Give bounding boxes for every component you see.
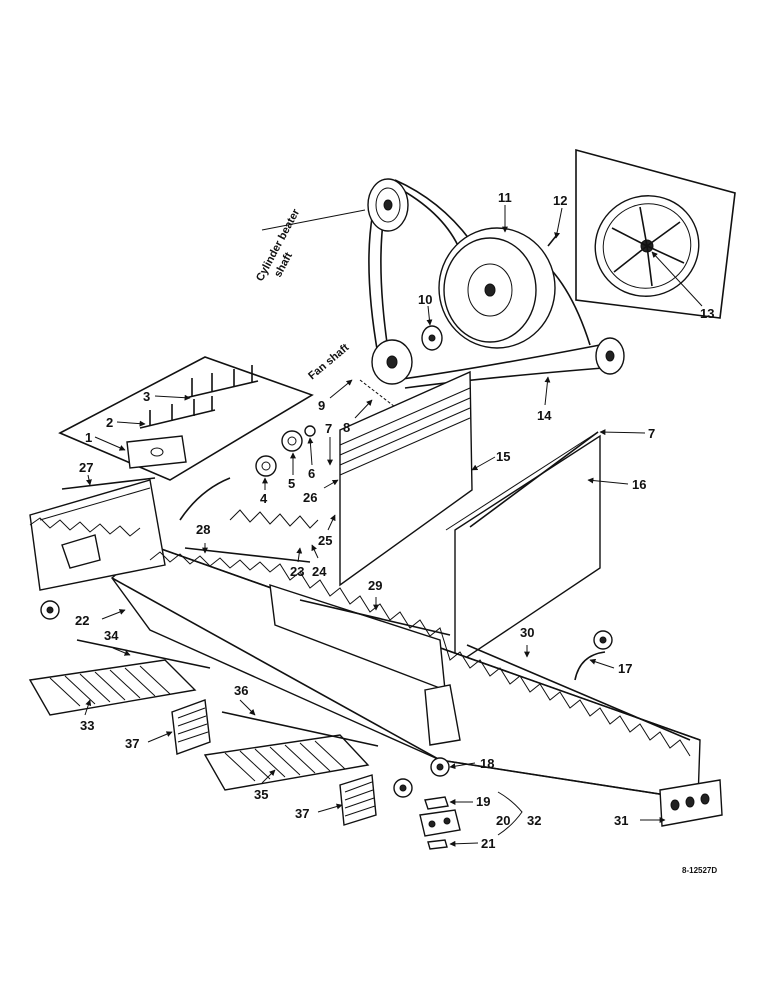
leader-lines [84, 205, 703, 847]
strip-part-29 [299, 599, 451, 636]
plate-part-1 [126, 435, 187, 469]
chain-part-8 [359, 379, 413, 421]
label-part-34: 34 [104, 628, 119, 643]
label-part-8: 8 [343, 420, 350, 435]
label-part-17: 17 [618, 661, 632, 676]
tube-left [179, 477, 231, 521]
idler-pulley [595, 337, 625, 375]
label-part-2: 2 [106, 415, 113, 430]
label-part-1: 1 [85, 430, 92, 445]
label-part-26: 26 [303, 490, 317, 505]
label-part-35: 35 [254, 787, 268, 802]
washer-part-6 [304, 425, 316, 437]
fan-shaft-label: Fan shaft [306, 341, 351, 382]
finger-rake-part-25 [229, 509, 319, 529]
sieve-part-33 [28, 659, 197, 716]
plate-part-19 [424, 796, 449, 810]
label-part-16: 16 [632, 477, 646, 492]
pulley-part-11 [438, 227, 556, 349]
tail-plate-part-31 [659, 779, 723, 827]
hub-part-10 [421, 325, 443, 351]
tube-part-17 [574, 651, 606, 681]
label-part-12: 12 [553, 193, 567, 208]
label-part-18: 18 [480, 756, 494, 771]
label-part-10: 10 [418, 292, 432, 307]
label-part-31: 31 [614, 813, 628, 828]
label-part-22: 22 [75, 613, 89, 628]
cylinder-beater-pulley [367, 178, 409, 232]
label-part-13: 13 [700, 306, 714, 321]
plate-part-21 [427, 839, 448, 850]
block-part-20 [419, 809, 461, 837]
label-part-20: 20 [496, 813, 510, 828]
label-part-24: 24 [312, 564, 327, 579]
rod-part-34 [76, 639, 211, 669]
rake-part-3 [184, 365, 259, 399]
inset-frame-part-13 [575, 148, 736, 319]
label-part-5: 5 [288, 476, 295, 491]
pin-part-12 [547, 235, 557, 247]
panel-part-15 [339, 370, 473, 587]
inset-frame-parts-1-3 [58, 356, 314, 481]
nut-right [593, 630, 613, 650]
part-labels: 1 2 3 4 5 6 7 7 8 9 10 11 12 13 14 15 16… [75, 190, 714, 851]
label-part-37-lower: 37 [295, 806, 309, 821]
label-part-6: 6 [308, 466, 315, 481]
rod-part-36 [221, 711, 379, 747]
fan-shaft-pulley [371, 339, 413, 385]
clevis-part-18 [430, 757, 450, 777]
label-part-4: 4 [260, 491, 268, 506]
strip-part-30 [466, 644, 691, 741]
shoe-assembly-part-22 [29, 479, 701, 801]
bearing-part-5 [281, 430, 303, 452]
label-part-29: 29 [368, 578, 382, 593]
label-part-15: 15 [496, 449, 510, 464]
drawing-code: 8-12527D [682, 866, 717, 875]
label-part-25: 25 [318, 533, 332, 548]
cylinder-beater-shaft-label: Cylinder beater shaft [254, 204, 316, 290]
label-part-11: 11 [498, 190, 512, 205]
label-part-9: 9 [318, 398, 325, 413]
label-part-27: 27 [79, 460, 93, 475]
label-part-30: 30 [520, 625, 534, 640]
label-part-19: 19 [476, 794, 490, 809]
label-part-7-right: 7 [648, 426, 655, 441]
label-part-36: 36 [234, 683, 248, 698]
nut-left [40, 600, 60, 620]
label-part-32: 32 [527, 813, 541, 828]
label-part-21: 21 [481, 836, 495, 851]
label-part-3: 3 [143, 389, 150, 404]
sieve-part-35 [203, 734, 370, 791]
label-part-23: 23 [290, 564, 304, 579]
label-part-37-upper: 37 [125, 736, 139, 751]
rod-part-7-right [469, 431, 599, 528]
nut-bottom [393, 778, 413, 798]
label-part-7-left: 7 [325, 421, 332, 436]
strip-part-27 [61, 477, 156, 490]
grille-part-37-lower [339, 774, 377, 826]
rake-part-2 [139, 396, 216, 429]
label-part-28: 28 [196, 522, 210, 537]
nut-part-4 [255, 455, 277, 477]
label-part-33: 33 [80, 718, 94, 733]
label-part-14: 14 [537, 408, 552, 423]
grille-part-37-upper [171, 699, 211, 755]
shaft-callouts: Cylinder beater shaft Fan shaft [254, 204, 352, 382]
